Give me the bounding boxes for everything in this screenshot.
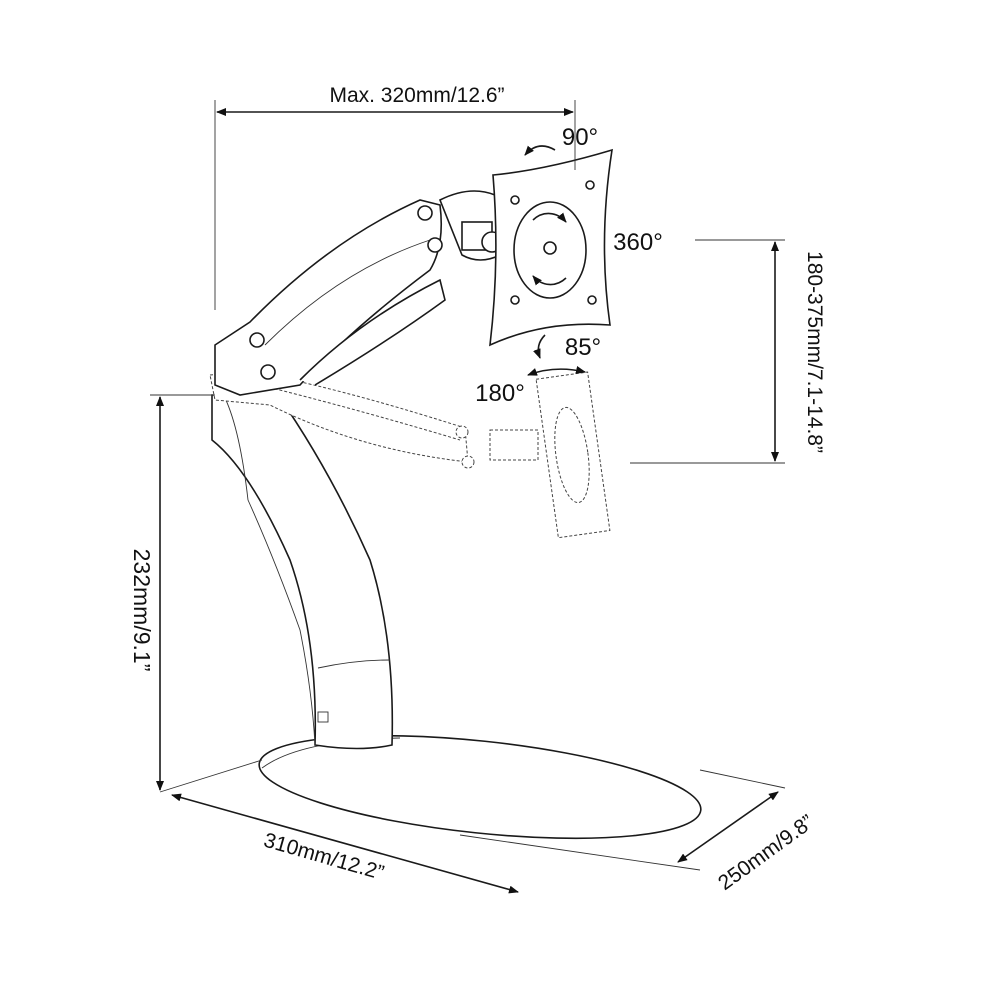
column xyxy=(211,394,394,750)
gas-spring-arm xyxy=(214,190,503,396)
tilt-down-arrow xyxy=(533,334,546,359)
rotation-angle-label: 360° xyxy=(613,229,663,256)
dimension-lines xyxy=(150,100,786,894)
column-height-label: 232mm/9.1” xyxy=(129,549,155,672)
height-range-label: 180-375mm/7.1-14.8” xyxy=(803,251,826,453)
tilt-arrow xyxy=(524,145,556,156)
max-reach-label: Max. 320mm/12.6” xyxy=(329,84,504,107)
vesa-plate xyxy=(489,148,613,347)
base-depth-label: 250mm/9.8” xyxy=(714,811,818,895)
tilt-down-angle-label: 85° xyxy=(565,334,601,361)
lowered-arm-ghost xyxy=(209,371,611,539)
swivel-arrow xyxy=(527,366,586,376)
tilt-angle-label: 90° xyxy=(562,124,598,151)
swivel-angle-label: 180° xyxy=(475,380,525,407)
